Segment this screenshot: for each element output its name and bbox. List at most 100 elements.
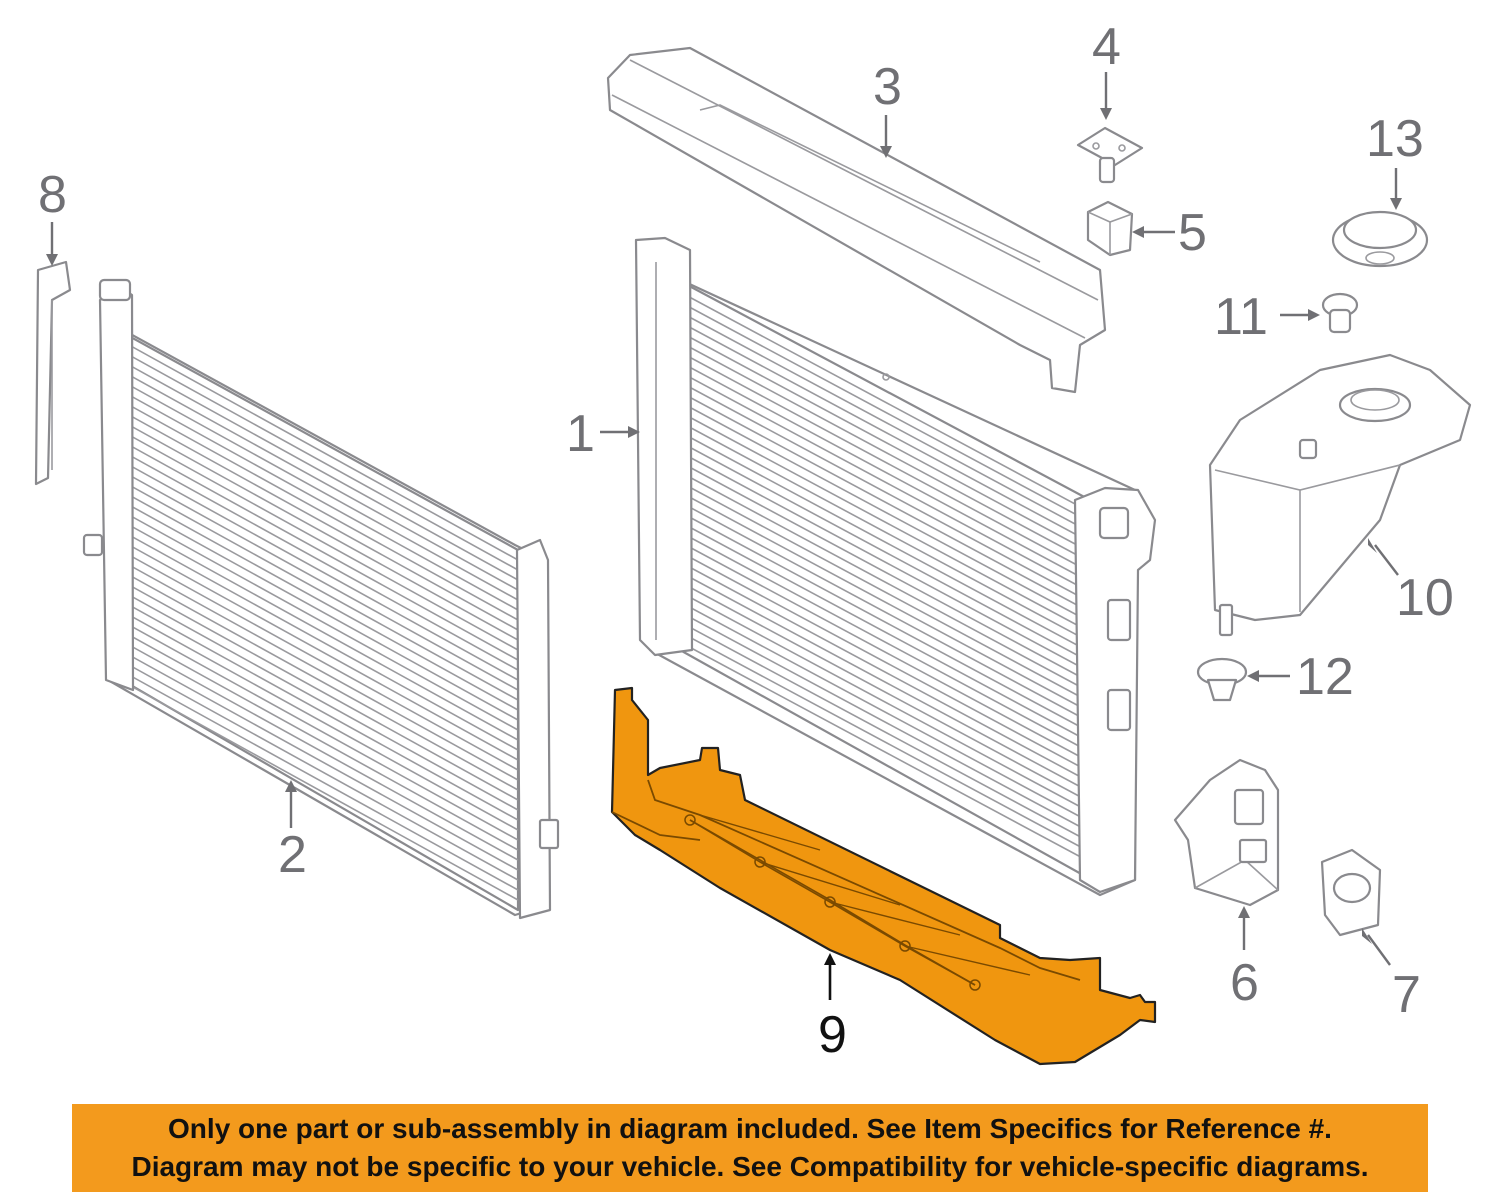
fin-line (679, 591, 1091, 813)
fin-line (119, 609, 519, 831)
disclaimer-line-1: Only one part or sub-assembly in diagram… (168, 1113, 1332, 1144)
fin-line (679, 471, 1091, 693)
callout-6: 6 (1230, 954, 1259, 1012)
fin-line (679, 641, 1091, 863)
fin-line (119, 669, 519, 891)
fin-line (119, 349, 519, 571)
part-11-plug (1321, 292, 1359, 334)
fin-line (119, 639, 519, 861)
fin-line (119, 619, 519, 841)
fin-line (119, 359, 519, 581)
fin-line (119, 599, 519, 821)
callout-3: 3 (873, 58, 902, 116)
fin-line (679, 541, 1091, 763)
fin-line (119, 569, 519, 791)
fin-line (679, 621, 1091, 843)
fin-line (119, 379, 519, 601)
fin-line (119, 449, 519, 671)
part-2-condenser (82, 278, 560, 920)
fin-line (679, 451, 1091, 673)
fin-line (679, 611, 1091, 833)
disclaimer-banner: Only one part or sub-assembly in diagram… (72, 1104, 1428, 1192)
fin-line (119, 419, 519, 641)
fin-line (679, 581, 1091, 803)
callout-7: 7 (1392, 966, 1421, 1024)
callout-9: 9 (818, 1006, 847, 1064)
fin-line (679, 601, 1091, 823)
fin-line (679, 421, 1091, 643)
fin-line (119, 429, 519, 651)
fin-line (679, 301, 1091, 523)
fin-line (679, 571, 1091, 793)
fin-line (119, 409, 519, 631)
fin-line (119, 579, 519, 801)
fin-line (679, 561, 1091, 783)
fin-line (119, 499, 519, 721)
fin-line (119, 469, 519, 691)
fin-line (679, 431, 1091, 653)
fin-line (679, 501, 1091, 723)
callout-11: 11 (1214, 288, 1268, 346)
fin-line (679, 361, 1091, 583)
callout-10: 10 (1396, 569, 1454, 627)
fin-line (119, 489, 519, 711)
fin-line (679, 311, 1091, 533)
fin-line (679, 491, 1091, 713)
fin-line (119, 369, 519, 591)
part-10-expansion-tank (1208, 353, 1472, 637)
fin-line (679, 511, 1091, 733)
fin-line (119, 549, 519, 771)
fin-line (119, 659, 519, 881)
fin-line (679, 291, 1091, 513)
fin-line (119, 679, 519, 901)
part-13-cap (1331, 210, 1429, 268)
fin-line (119, 339, 519, 561)
fin-line (679, 521, 1091, 743)
callout-4: 4 (1092, 18, 1121, 76)
part-12-grommet (1196, 657, 1248, 702)
fin-line (679, 401, 1091, 623)
fin-line (119, 649, 519, 871)
fin-line (679, 381, 1091, 603)
part-5-rubber-mount (1086, 200, 1134, 257)
fin-line (679, 411, 1091, 633)
disclaimer-line-2: Diagram may not be specific to your vehi… (131, 1151, 1369, 1182)
fin-line (679, 371, 1091, 593)
fin-line (119, 559, 519, 781)
part-3-upper-air-guide (606, 46, 1107, 394)
callout-5: 5 (1178, 204, 1207, 262)
fin-line (119, 629, 519, 851)
callout-12: 12 (1296, 648, 1354, 706)
part-9-lower-air-guide (610, 686, 1157, 1066)
callout-1: 1 (566, 405, 595, 463)
fin-line (119, 459, 519, 681)
fin-line (119, 509, 519, 731)
part-4-bracket (1076, 126, 1144, 184)
fin-line (119, 529, 519, 751)
callout-13: 13 (1366, 110, 1424, 168)
callout-labels: 1 2 3 4 5 6 7 8 9 10 11 12 13 (38, 18, 1454, 1064)
callout-2: 2 (278, 826, 307, 884)
part-6-bracket (1173, 758, 1280, 907)
callout-8: 8 (38, 166, 67, 224)
fin-line (119, 439, 519, 661)
fin-line (119, 539, 519, 761)
fin-line (679, 331, 1091, 553)
fin-line (119, 589, 519, 811)
part-1-radiator (634, 236, 1157, 897)
fin-line (679, 341, 1091, 563)
fin-line (679, 461, 1091, 683)
leader-lines (46, 72, 1402, 1000)
fin-line (679, 531, 1091, 753)
fin-line (119, 519, 519, 741)
fin-line (679, 351, 1091, 573)
fin-line (679, 441, 1091, 663)
part-8-side-seal (34, 260, 72, 486)
fin-line (119, 399, 519, 621)
fin-line (679, 321, 1091, 543)
fin-line (679, 551, 1091, 773)
fin-line (679, 631, 1091, 853)
fin-line (119, 479, 519, 701)
fin-line (119, 389, 519, 611)
